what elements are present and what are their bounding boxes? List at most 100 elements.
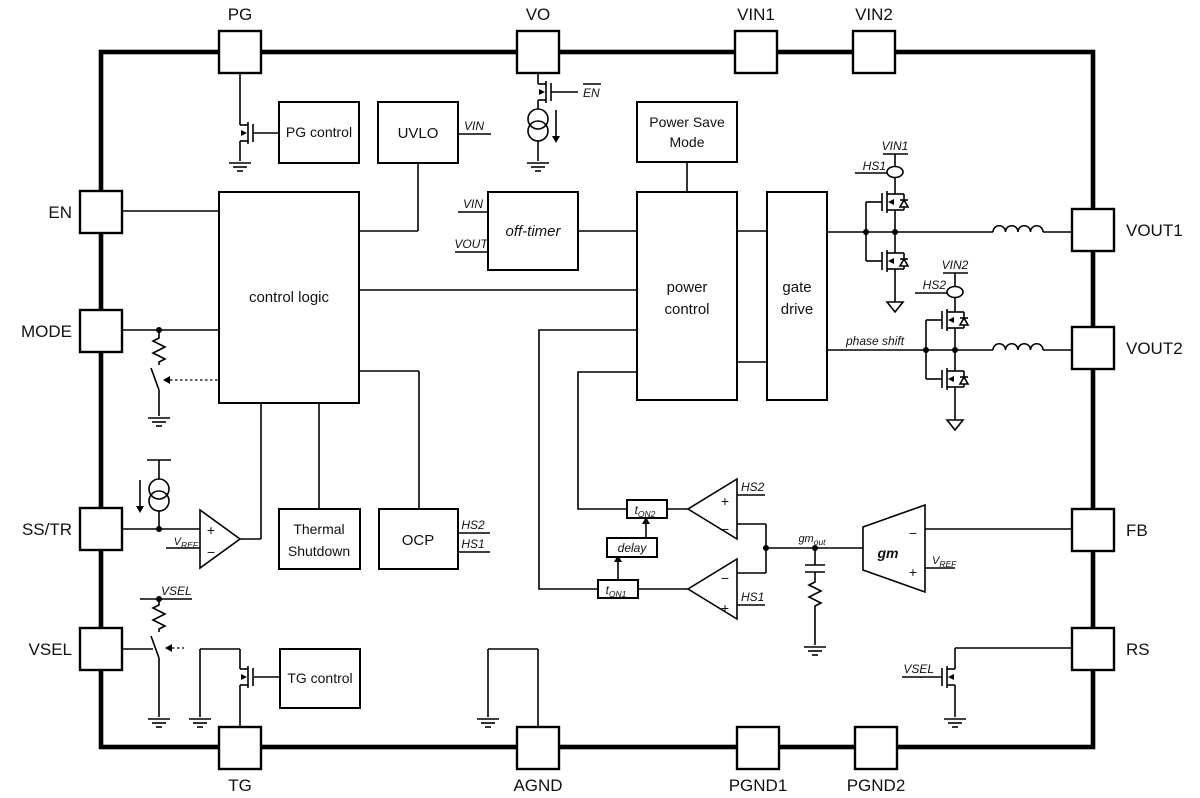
vo-current-source-icon	[527, 108, 549, 142]
hs1-label: HS1	[741, 590, 764, 604]
block-uvlo: UVLO	[377, 101, 459, 164]
block-label: delay	[618, 541, 648, 555]
pin-agnd: AGND	[513, 725, 563, 795]
block-ocp: OCP HS2 HS1	[378, 508, 490, 570]
minus-sign: −	[721, 570, 729, 586]
block-control-logic: control logic	[218, 191, 360, 404]
block-thermal-shutdown: Thermal Shutdown	[278, 508, 361, 570]
offtimer-vin-label: VIN	[463, 197, 483, 211]
rs-vsel-mosfet-icon	[941, 662, 956, 692]
gmout-label: gmout	[798, 533, 826, 547]
vref-label: VREF	[932, 555, 957, 569]
pin-pgnd1: PGND1	[729, 725, 787, 795]
pin-label: VIN2	[855, 5, 893, 24]
ground-icon	[943, 718, 967, 728]
vin2-label: VIN2	[942, 258, 969, 272]
en-bar-label: EN	[583, 86, 600, 100]
block-off-timer: off-timer	[487, 191, 579, 271]
block-label: PG control	[286, 124, 352, 140]
highside-fet1-icon	[881, 187, 909, 217]
pin-en: EN	[48, 189, 124, 235]
sstr-comparator: + − VREF	[166, 508, 242, 570]
pin-fb: FB	[1070, 507, 1148, 553]
sstr-current-source-icon	[148, 478, 170, 512]
pin-label: PGND2	[847, 776, 906, 795]
pin-sstr: SS/TR	[22, 506, 124, 552]
offtimer-vout-label: VOUT	[454, 237, 489, 251]
wires	[122, 73, 1072, 727]
block-label: OCP	[402, 532, 435, 549]
block-label-line1: Power Save	[649, 114, 725, 130]
block-pg-control: PG control	[278, 101, 360, 164]
pin-label: RS	[1126, 640, 1150, 659]
pin-label: VOUT1	[1126, 221, 1183, 240]
phase-shift-label: phase shift	[845, 334, 905, 348]
block-label-line2: control	[664, 301, 709, 318]
block-label: tON1	[606, 583, 627, 599]
ground-icon	[526, 162, 550, 172]
pin-vout2: VOUT2	[1070, 325, 1183, 371]
pg-mosfet-icon	[239, 118, 254, 148]
block-label-line1: gate	[782, 279, 811, 296]
block-label-line2: Mode	[669, 134, 704, 150]
block-label: TG control	[287, 670, 352, 686]
comparator-ton1: − + HS1	[686, 557, 764, 621]
block-label-line1: Thermal	[293, 521, 344, 537]
minus-sign: −	[909, 525, 917, 541]
pin-label: AGND	[513, 776, 562, 795]
pgnd-triangle-icon	[945, 419, 965, 432]
block-label-line2: Shutdown	[288, 543, 350, 559]
block-tg-control: TG control	[279, 648, 361, 709]
block-label: tON2	[635, 503, 656, 519]
hs2-label: HS2	[923, 278, 947, 292]
pin-vin2: VIN2	[851, 5, 897, 75]
pin-rs: RS	[1070, 626, 1150, 672]
block-label: off-timer	[505, 223, 561, 240]
junction-dots	[156, 229, 958, 602]
plus-sign: +	[909, 564, 917, 580]
pin-label: TG	[228, 776, 252, 795]
pin-label: MODE	[21, 322, 72, 341]
ground-icon	[476, 718, 500, 728]
inductor-2	[992, 342, 1044, 351]
block-label-line2: drive	[781, 301, 814, 318]
block-ton1: tON1	[597, 579, 639, 599]
highside-fet2-icon	[941, 305, 969, 335]
vo-mosfet-icon	[537, 77, 552, 107]
block-power-save-mode: Power Save Mode	[636, 101, 738, 163]
minus-sign: −	[207, 544, 215, 560]
block-label: UVLO	[398, 125, 439, 142]
vref-label: VREF	[174, 536, 199, 550]
gm-amplifier: − + gm VREF	[862, 503, 957, 594]
plus-sign: +	[207, 522, 215, 538]
pin-vsel: VSEL	[29, 626, 124, 672]
hs1-sense-icon	[886, 165, 904, 179]
pin-vo: VO	[515, 5, 561, 75]
lowside-fet2-icon	[941, 364, 969, 394]
tg-mosfet-icon	[239, 662, 254, 692]
plus-sign: +	[721, 600, 729, 616]
block-power-control: power control	[636, 191, 738, 401]
block-delay: delay	[606, 537, 658, 558]
pin-label: VOUT2	[1126, 339, 1183, 358]
ground-icon	[188, 718, 212, 728]
block-gate-drive: gate drive	[766, 191, 828, 401]
vsel-label: VSEL	[161, 584, 192, 598]
pin-label: VO	[526, 5, 551, 24]
pin-vin1: VIN1	[733, 5, 779, 75]
pin-label: FB	[1126, 521, 1148, 540]
chip-outline	[98, 49, 1096, 750]
ground-icon	[147, 417, 171, 427]
gm-label: gm	[877, 545, 899, 561]
pin-label: VSEL	[29, 640, 72, 659]
vsel-label: VSEL	[903, 662, 934, 676]
hs1-label: HS1	[863, 159, 886, 173]
pin-label: PG	[228, 5, 253, 24]
ground-icon	[147, 718, 171, 728]
hs2-label: HS2	[741, 480, 765, 494]
vin1-label: VIN1	[882, 139, 909, 153]
pin-mode: MODE	[21, 308, 124, 354]
pin-vout1: VOUT1	[1070, 207, 1183, 253]
